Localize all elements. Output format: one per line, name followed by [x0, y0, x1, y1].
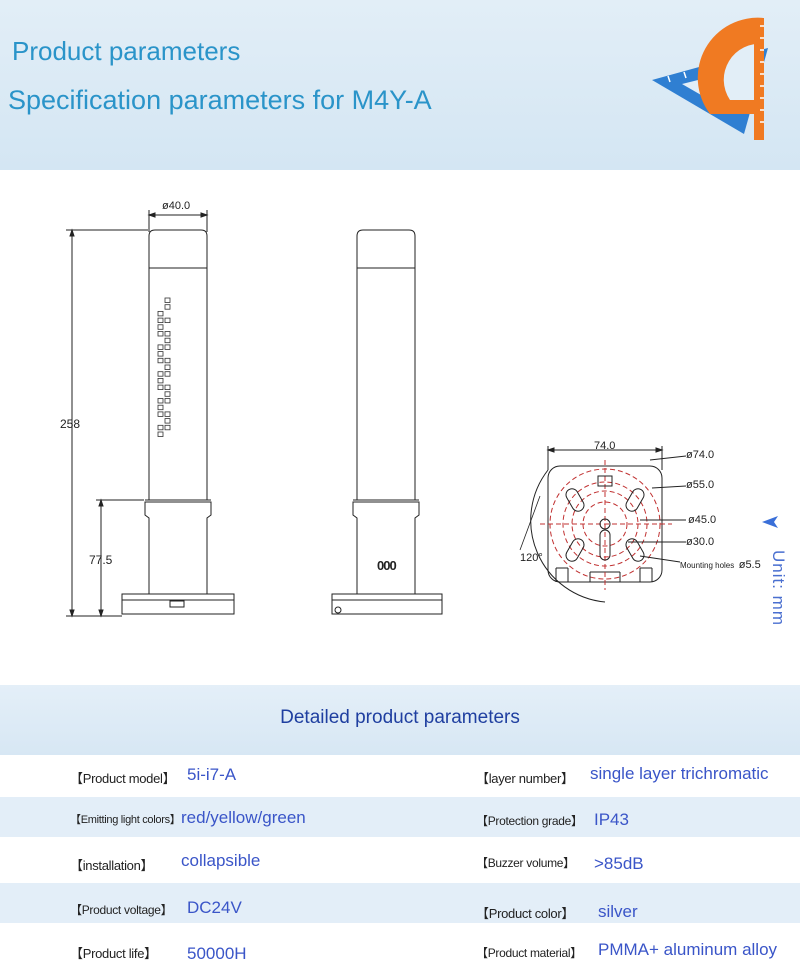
param-value: 5i-i7-A: [187, 765, 237, 784]
led-dot: [157, 411, 164, 417]
param-label: 【Product life】: [70, 946, 157, 961]
led-dot: [157, 398, 164, 404]
mounting-holes-text: Mounting holes: [680, 561, 735, 570]
led-dot: [164, 398, 171, 404]
param-label: 【Product model】: [70, 771, 176, 786]
led-dot: [157, 431, 164, 437]
led-dot: [157, 424, 164, 431]
drawing-svg: [66, 210, 687, 618]
param-label: 【Product material】: [476, 946, 582, 960]
dim-d45: ø45.0: [688, 514, 717, 526]
param-value: red/yellow/green: [181, 808, 306, 827]
page-title: Product parameters: [12, 36, 241, 66]
led-dot: [164, 418, 171, 424]
param-label: 【Product voltage】: [70, 903, 173, 917]
param-value: DC24V: [187, 898, 242, 917]
led-dot: [157, 310, 164, 317]
led-dot: [157, 344, 164, 350]
param-row: 【Product model】 5i-i7-A 【layer number】 s…: [0, 755, 800, 795]
led-dot: [164, 357, 171, 364]
led-dot: [164, 411, 171, 417]
led-dot: [164, 317, 171, 324]
buzzer-holes: 000: [377, 558, 397, 573]
dim-top-diameter: ø40.0: [162, 200, 191, 212]
mounting-holes-size: ø5.5: [738, 559, 761, 571]
dim-mount-width: 74.0: [594, 440, 616, 452]
dim-base-height: 77.5: [89, 553, 113, 567]
param-label: 【installation】: [70, 858, 154, 873]
params-header-band: Detailed product parameters: [0, 685, 800, 755]
unit-label: Unit: mm: [769, 550, 788, 626]
param-label: 【layer number】: [476, 771, 574, 786]
led-dot: [164, 384, 171, 391]
led-dot: [164, 364, 171, 370]
led-dot: [157, 404, 164, 411]
led-matrix: [157, 297, 171, 437]
technical-drawing: ø40.0 258 77.5 000 74.0 ø74.0 ø55.0 ø45.…: [0, 170, 800, 685]
param-value: IP43: [594, 810, 629, 829]
led-dot: [164, 424, 171, 431]
led-dot: [157, 331, 164, 337]
param-value: >85dB: [594, 854, 644, 873]
dim-d74: ø74.0: [686, 449, 715, 461]
param-value: PMMA+ aluminum alloy: [598, 940, 778, 959]
protractor-ruler-icon: [652, 17, 768, 140]
param-row: 【Product life】 50000H 【Product material】…: [0, 930, 800, 970]
led-dot: [164, 297, 171, 303]
param-value: collapsible: [181, 851, 261, 870]
dim-total-height: 258: [60, 417, 81, 431]
param-label: 【Emitting light colors】: [70, 814, 181, 826]
led-dot: [157, 317, 164, 324]
param-value: 50000H: [187, 944, 247, 963]
arrow-left-icon: [762, 516, 778, 528]
param-row: 【Emitting light colors】 red/yellow/green…: [0, 797, 800, 837]
dim-d30: ø30.0: [686, 536, 715, 548]
param-label: 【Protection grade】: [476, 814, 583, 828]
led-dot: [164, 304, 171, 310]
header-band: Product parameters Specification paramet…: [0, 0, 800, 170]
param-row: 【Product voltage】 DC24V 【Product color】 …: [0, 883, 800, 923]
led-dot: [164, 344, 171, 350]
led-dot: [157, 357, 164, 364]
dim-angle: 120°: [520, 552, 543, 564]
params-section-title: Detailed product parameters: [280, 707, 520, 728]
led-dot: [157, 351, 164, 357]
led-dot: [164, 337, 171, 344]
param-row: 【installation】 collapsible 【Buzzer volum…: [0, 841, 800, 881]
led-dot: [164, 371, 171, 377]
param-value: silver: [598, 902, 638, 921]
led-dot: [164, 331, 171, 337]
led-dot: [157, 377, 164, 384]
page-subtitle: Specification parameters for M4Y-A: [8, 85, 432, 115]
led-dot: [157, 371, 164, 377]
param-label: 【Product color】: [476, 906, 575, 921]
mounting-holes-label: Mounting holes ø5.5: [680, 555, 761, 573]
led-dot: [164, 391, 171, 397]
led-dot: [157, 384, 164, 391]
dim-d55: ø55.0: [686, 479, 715, 491]
param-value: single layer trichromatic: [590, 764, 769, 783]
led-dot: [157, 324, 164, 330]
param-label: 【Buzzer volume】: [476, 856, 575, 870]
